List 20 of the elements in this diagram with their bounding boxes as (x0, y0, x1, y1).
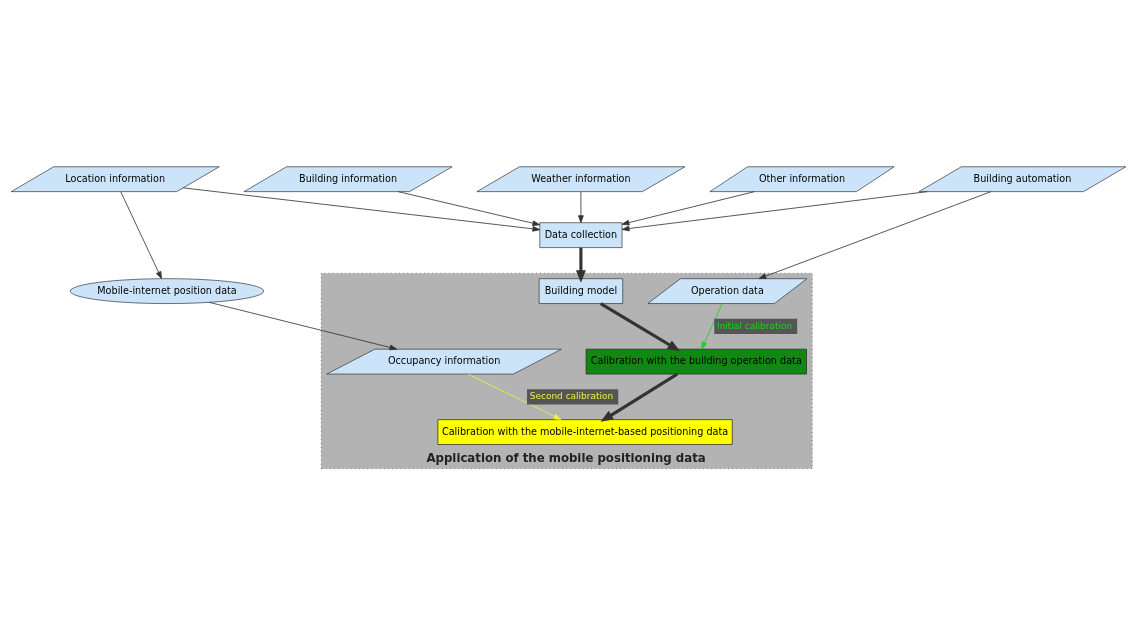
arrow (467, 373, 562, 420)
arrow (599, 302, 681, 352)
arrow (701, 303, 723, 350)
node-box: Calibration with the building operation data (585, 348, 807, 375)
arrow (120, 191, 162, 280)
arrow (758, 191, 992, 280)
edge-label: Second calibration (529, 391, 614, 402)
arrow (209, 302, 398, 351)
arrow (600, 372, 678, 422)
node-ellipse: Mobile-internet position data (69, 278, 265, 304)
arrow (182, 187, 541, 232)
node-box: Data collection (539, 222, 623, 248)
arrow (621, 191, 755, 226)
node-box: Calibration with the mobile-internet-based positioning data (437, 419, 733, 445)
arrow (575, 247, 586, 283)
arrow (397, 191, 541, 226)
arrow (578, 191, 584, 224)
arrow (621, 191, 928, 232)
node-box: Building model (538, 278, 624, 304)
edge-label: Initial calibration (717, 320, 793, 331)
